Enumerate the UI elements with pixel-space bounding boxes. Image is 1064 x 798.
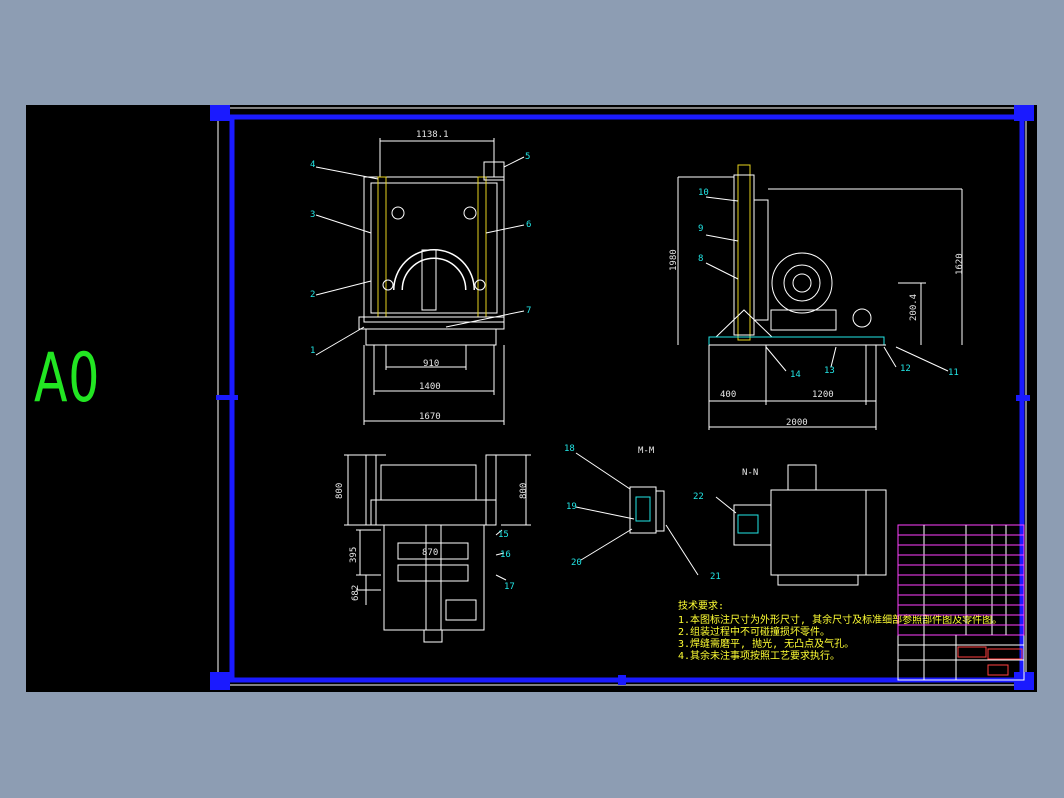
- title-block: [897, 524, 1025, 681]
- callout-18: 18: [564, 444, 575, 454]
- dim-side-1980: 1980: [669, 249, 679, 271]
- dim-side-400: 400: [720, 390, 736, 400]
- front-view: [315, 138, 525, 425]
- front-view-labels: 1138.1 910 1400 1670 1 2 3 4 5 6 7: [310, 130, 531, 422]
- callout-2: 2: [310, 290, 315, 300]
- dim-top-870: 870: [422, 548, 438, 558]
- dim-side-1200: 1200: [812, 390, 834, 400]
- dim-front-910: 910: [423, 359, 439, 369]
- callout-6: 6: [526, 220, 531, 230]
- callout-16: 16: [500, 550, 511, 560]
- top-view-labels: 800 800 870 395 682 15 16 17: [335, 483, 529, 601]
- dim-top-682: 682: [351, 585, 361, 601]
- callout-19: 19: [566, 502, 577, 512]
- section-n-title: N-N: [742, 468, 758, 478]
- grip-right-mid[interactable]: [1016, 395, 1030, 401]
- callout-3: 3: [310, 210, 315, 220]
- grip-top-right[interactable]: [1014, 105, 1034, 121]
- dim-top-left: 800: [335, 483, 345, 499]
- technical-notes: 技术要求: 1.本图标注尺寸为外形尺寸, 其余尺寸及标准细部参照部件图及零件图。…: [678, 599, 1002, 662]
- section-m-title: M-M: [638, 446, 655, 456]
- callout-11: 11: [948, 368, 959, 378]
- callout-12: 12: [900, 364, 911, 374]
- drawing-frame: [210, 105, 1034, 690]
- grip-bottom-right[interactable]: [1014, 672, 1034, 690]
- dim-front-top: 1138.1: [416, 130, 449, 140]
- callout-10: 10: [698, 188, 709, 198]
- note-1: 1.本图标注尺寸为外形尺寸, 其余尺寸及标准细部参照部件图及零件图。: [678, 613, 1002, 626]
- drawing-svg: 1138.1 910 1400 1670 1 2 3 4 5 6 7: [210, 105, 1034, 690]
- callout-17: 17: [504, 582, 515, 592]
- dim-front-1670: 1670: [419, 412, 441, 422]
- side-view-labels: 1980 1620 200.4 400 1200 2000 8 9 10 11 …: [669, 188, 965, 428]
- note-2: 2.组装过程中不可碰撞损坏零件。: [678, 625, 830, 638]
- section-m-labels: M-M 18 19 20 21: [564, 444, 721, 582]
- dim-side-2000: 2000: [786, 418, 808, 428]
- grip-top-left[interactable]: [210, 105, 230, 121]
- callout-22: 22: [693, 492, 704, 502]
- note-3: 3.焊缝需磨平, 抛光, 无凸点及气孔。: [678, 637, 854, 650]
- callout-5: 5: [525, 152, 530, 162]
- side-view: [677, 164, 963, 430]
- dim-top-395: 395: [349, 547, 359, 563]
- callout-14: 14: [790, 370, 801, 380]
- section-n-labels: N-N 22: [693, 468, 758, 502]
- callout-8: 8: [698, 254, 703, 264]
- dim-top-right: 800: [519, 483, 529, 499]
- dim-side-200: 200.4: [909, 294, 919, 321]
- callout-7: 7: [526, 306, 531, 316]
- callout-9: 9: [698, 224, 703, 234]
- sheet-size-label: A0: [34, 339, 101, 418]
- grip-left-mid[interactable]: [216, 395, 238, 400]
- callout-20: 20: [571, 558, 582, 568]
- section-m: [575, 452, 699, 576]
- callout-1: 1: [310, 346, 315, 356]
- dim-front-1400: 1400: [419, 382, 441, 392]
- note-4: 4.其余未注事项按照工艺要求执行。: [678, 649, 840, 662]
- section-n: [715, 464, 887, 586]
- top-view: [344, 454, 531, 643]
- grip-bottom-left[interactable]: [210, 672, 230, 690]
- callout-21: 21: [710, 572, 721, 582]
- callout-13: 13: [824, 366, 835, 376]
- notes-heading: 技术要求:: [678, 599, 724, 612]
- dim-side-1620: 1620: [955, 253, 965, 275]
- cad-canvas: A0: [26, 105, 1037, 692]
- callout-15: 15: [498, 530, 509, 540]
- callout-4: 4: [310, 160, 315, 170]
- grip-bottom-mid[interactable]: [618, 675, 626, 685]
